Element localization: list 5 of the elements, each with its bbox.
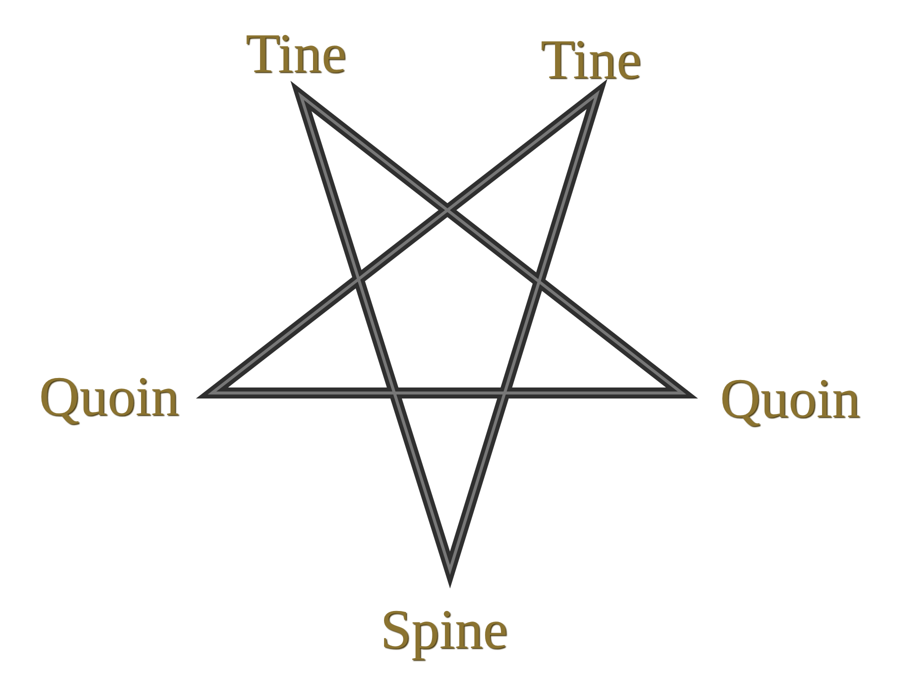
point-label: Tine bbox=[540, 32, 642, 88]
point-label: Quoin bbox=[39, 369, 179, 425]
point-label: Spine bbox=[380, 602, 508, 658]
point-label: Tine bbox=[246, 26, 346, 82]
point-label: Quoin bbox=[720, 371, 860, 427]
